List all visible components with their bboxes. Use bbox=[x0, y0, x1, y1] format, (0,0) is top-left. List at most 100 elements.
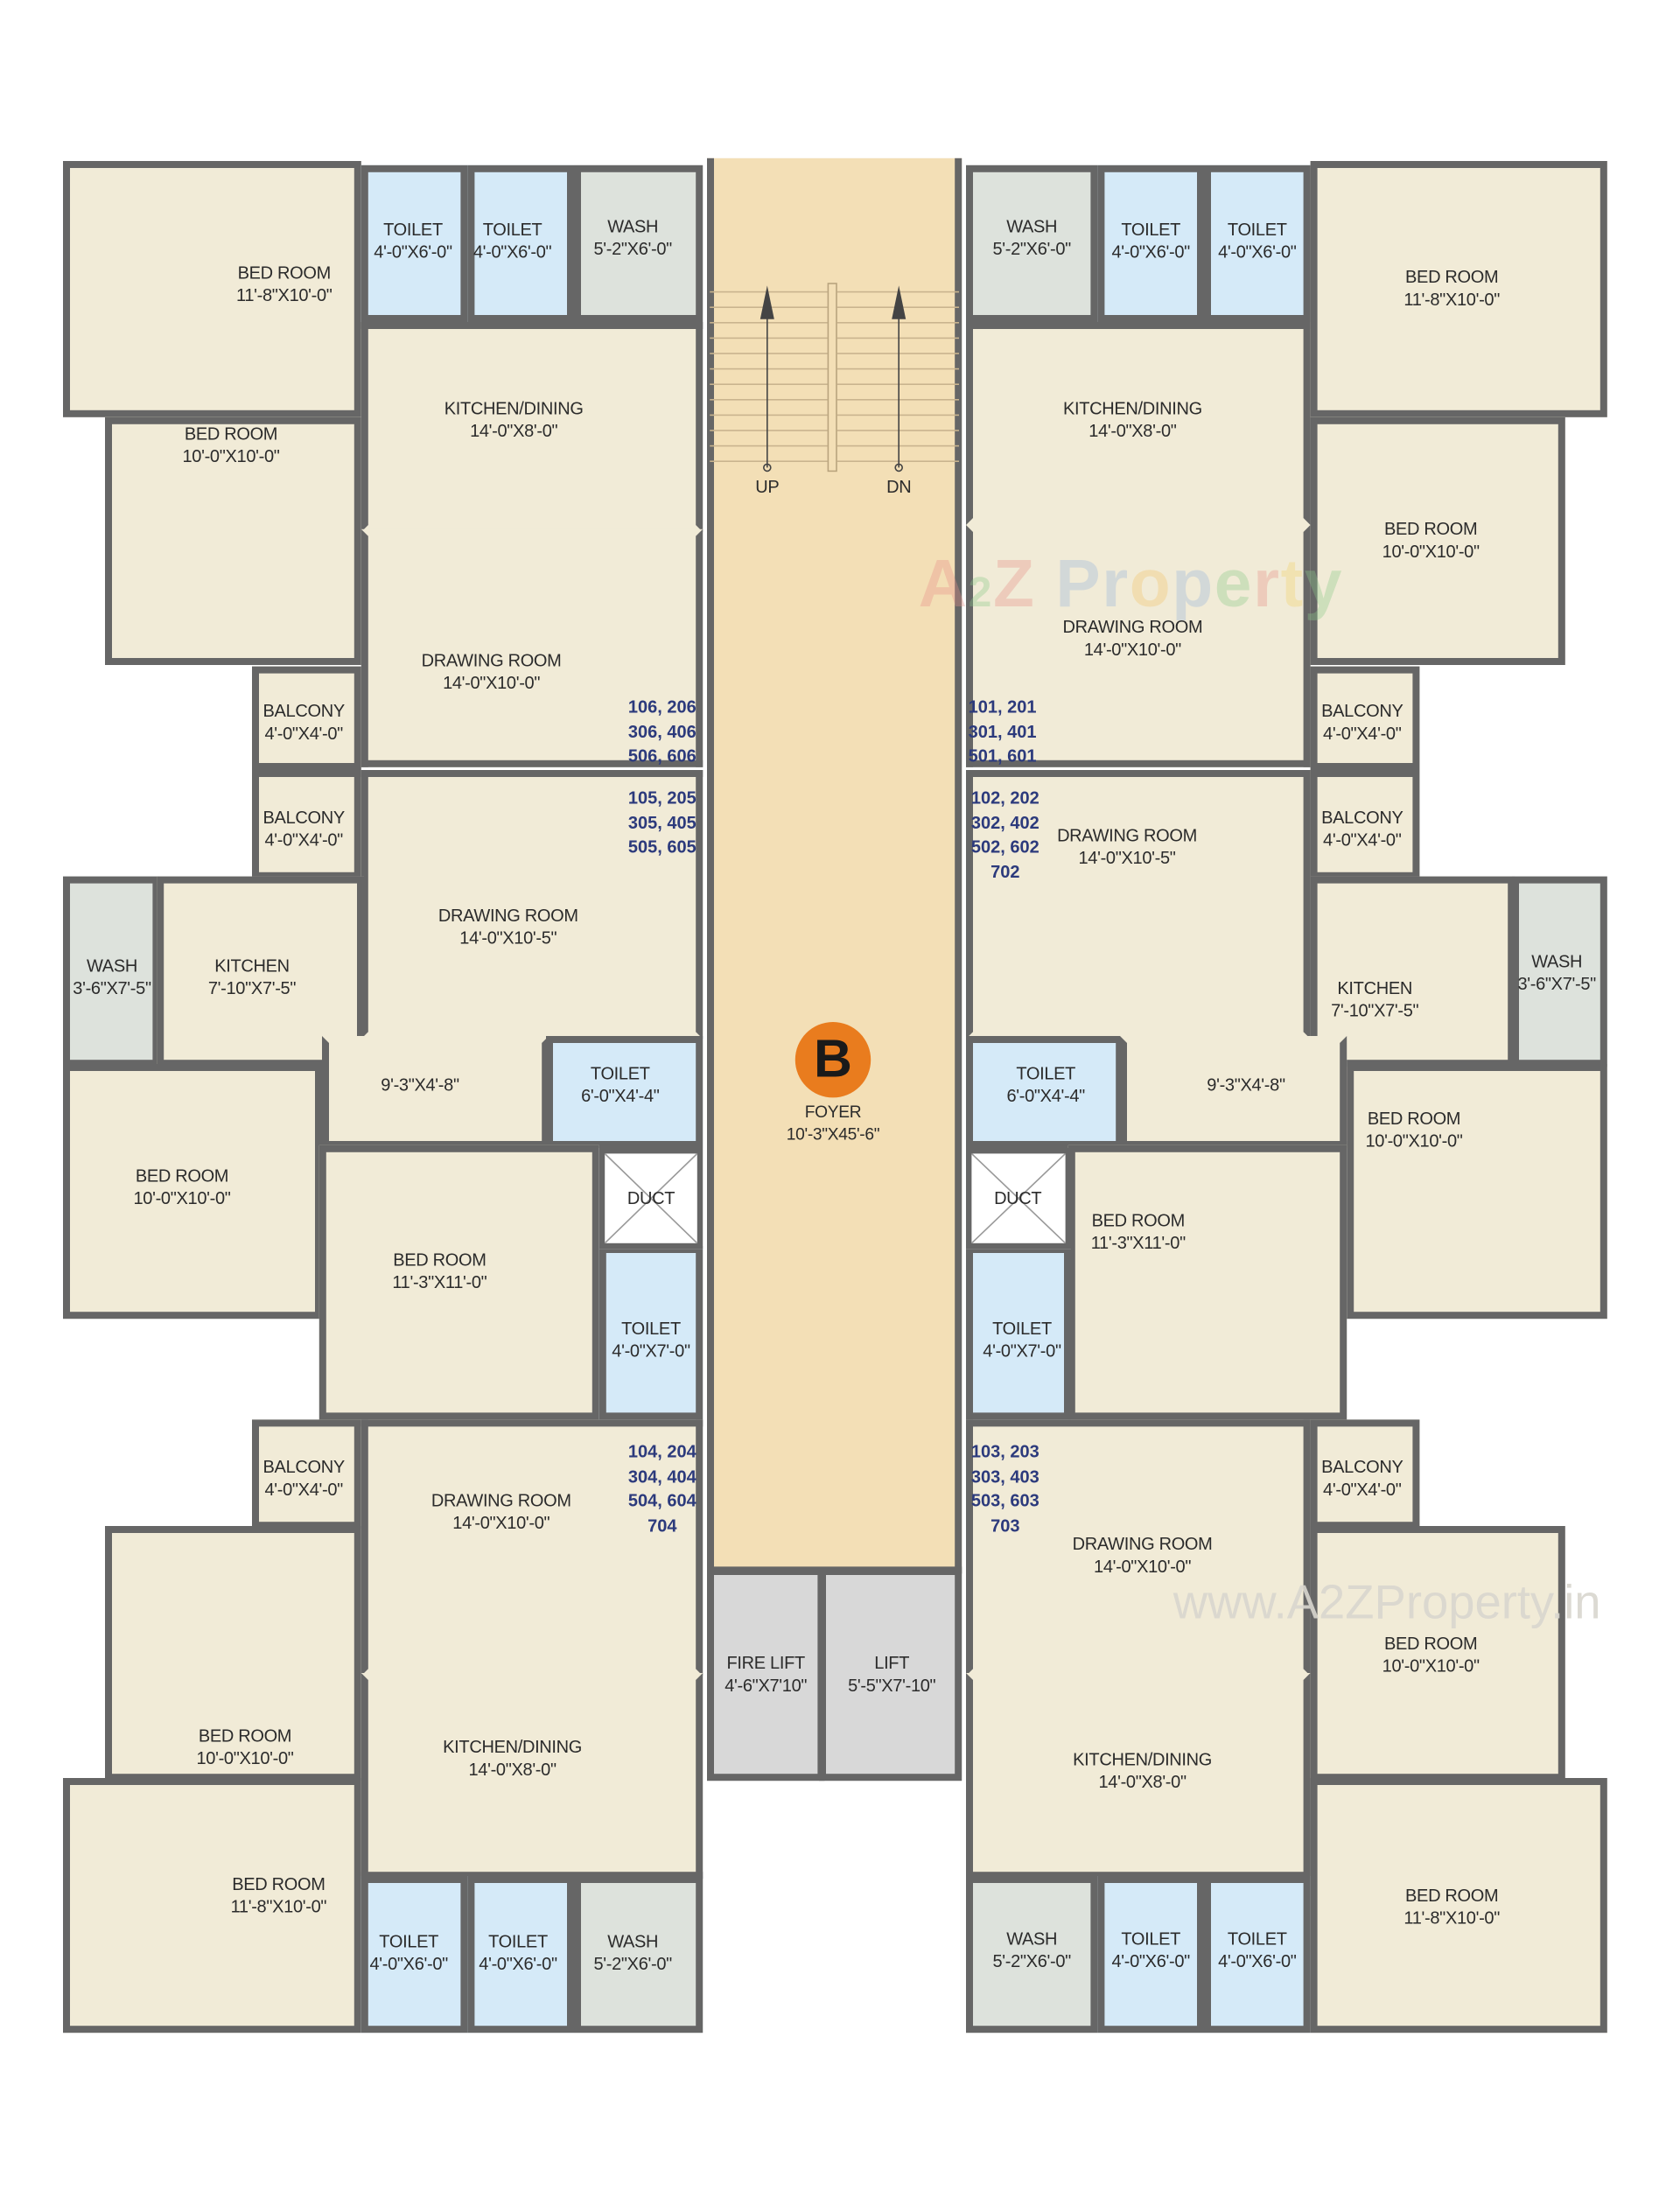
room-name: BALCONY bbox=[262, 808, 346, 828]
room-name: BED ROOM bbox=[1405, 1886, 1499, 1906]
room-bed-room bbox=[1310, 1778, 1607, 2034]
stair-arrow-icon bbox=[892, 285, 906, 472]
room-bed-room bbox=[105, 1526, 361, 1782]
room-size: 10'-0"X10'-0" bbox=[133, 1188, 231, 1208]
room-name: DRAWING ROOM bbox=[430, 1491, 571, 1511]
room-size: 14'-0"X10'-0" bbox=[1083, 640, 1181, 660]
room-toilet bbox=[467, 164, 574, 322]
room-wash bbox=[63, 876, 160, 1068]
room-label: 9'-3"X4'-8" bbox=[381, 1074, 459, 1096]
unit-number-line: 303, 403 bbox=[970, 1466, 1040, 1487]
unit-number-line: 502, 602 bbox=[970, 836, 1040, 858]
room-label: 9'-3"X4'-8" bbox=[1207, 1074, 1285, 1096]
room-size: 10'-0"X10'-0" bbox=[1365, 1130, 1463, 1152]
room-balcony bbox=[252, 770, 361, 879]
room-name: BALCONY bbox=[1321, 1457, 1404, 1477]
room-name: KITCHEN bbox=[1337, 978, 1412, 998]
room-size: 4'-0"X6'-0" bbox=[1218, 1951, 1297, 1971]
room-size: 11'-8"X10'-0" bbox=[1404, 290, 1500, 310]
fire-lift-size: 4'-6"X7'10" bbox=[724, 1676, 808, 1696]
room-name: WASH bbox=[607, 217, 659, 237]
room-bed-room bbox=[318, 1144, 599, 1420]
lift-name: LIFT bbox=[874, 1653, 910, 1673]
room-balcony bbox=[1310, 770, 1420, 879]
room-balcony bbox=[252, 666, 361, 770]
room-name: WASH bbox=[86, 956, 137, 976]
room-wash bbox=[966, 1876, 1098, 2034]
room-toilet bbox=[1204, 164, 1311, 322]
stairs-up-label: UP bbox=[755, 477, 780, 497]
duct bbox=[598, 1148, 704, 1250]
room-kitchen bbox=[157, 876, 364, 1068]
room-drawing-room bbox=[360, 770, 704, 1040]
room-name: WASH bbox=[1006, 1928, 1058, 1950]
room-toilet bbox=[966, 1246, 1071, 1420]
duct-label: DUCT bbox=[994, 1188, 1042, 1208]
room-wash bbox=[966, 164, 1098, 322]
room-size: 3'-6"X7'-5" bbox=[1517, 974, 1596, 994]
room-passage bbox=[322, 1036, 550, 1148]
room-name: TOILET bbox=[621, 1319, 681, 1339]
room-size: 7'-10"X7'-5" bbox=[207, 978, 297, 998]
stairs-down-label: DN bbox=[886, 477, 912, 497]
room-name: BALCONY bbox=[262, 1457, 346, 1477]
foyer-name: FOYER bbox=[804, 1102, 862, 1122]
unit-number-line: 505, 605 bbox=[627, 836, 696, 858]
room-size: 11'-8"X10'-0" bbox=[1404, 1908, 1500, 1928]
room-name: KITCHEN/DINING bbox=[444, 399, 584, 419]
room-name: WASH bbox=[1531, 952, 1583, 972]
fire-lift bbox=[707, 1568, 825, 1782]
room-bed-room bbox=[63, 161, 361, 417]
room-size: 11'-3"X11'-0" bbox=[392, 1272, 487, 1292]
room-bed-room bbox=[1068, 1144, 1348, 1420]
watermark-url: www.A2ZProperty.in bbox=[1172, 1576, 1601, 1630]
room-size: 7'-10"X7'-5" bbox=[1331, 1001, 1419, 1021]
room-balcony bbox=[252, 1419, 361, 1530]
room-name: BED ROOM bbox=[198, 1726, 292, 1746]
room-label: BALCONY 4'-0"X4'-0" bbox=[262, 700, 346, 745]
room-name: BALCONY bbox=[262, 701, 346, 721]
room-size: 14'-0"X10'-0" bbox=[452, 1513, 550, 1533]
foyer-label: FOYER 10'-3"X45'-6" bbox=[787, 1101, 880, 1145]
room-name: WASH bbox=[1006, 217, 1058, 237]
room-size: 14'-0"X10'-5" bbox=[459, 928, 557, 948]
room-name: TOILET bbox=[379, 1932, 439, 1952]
room-balcony bbox=[1310, 1419, 1420, 1530]
room-bed-room bbox=[63, 1064, 322, 1320]
duct-cross-icon bbox=[605, 1153, 697, 1243]
room-name: DRAWING ROOM bbox=[421, 651, 562, 671]
room-size: 4'-0"X7'-0" bbox=[983, 1340, 1061, 1362]
unit-number-line: 103, 203 bbox=[970, 1442, 1040, 1462]
room-name: KITCHEN/DINING bbox=[1073, 1750, 1213, 1770]
room-name: DRAWING ROOM bbox=[1072, 1534, 1213, 1554]
room-kitchen-dining bbox=[360, 1673, 704, 1880]
room-name: BED ROOM bbox=[1367, 1109, 1461, 1129]
fire-lift-name: FIRE LIFT bbox=[726, 1653, 806, 1673]
unit-number-line: 304, 404 bbox=[627, 1466, 696, 1487]
room-toilet bbox=[1097, 164, 1204, 322]
room-size: 9'-3"X4'-8" bbox=[1207, 1074, 1285, 1096]
room-drawing-room bbox=[360, 528, 704, 767]
room-name: KITCHEN/DINING bbox=[443, 1737, 583, 1757]
room-size: 14'-0"X8'-0" bbox=[470, 421, 558, 441]
room-size: 11'-8"X10'-0" bbox=[236, 285, 332, 305]
room-wash bbox=[574, 1876, 704, 2034]
room-size: 4'-0"X4'-0" bbox=[264, 724, 343, 744]
